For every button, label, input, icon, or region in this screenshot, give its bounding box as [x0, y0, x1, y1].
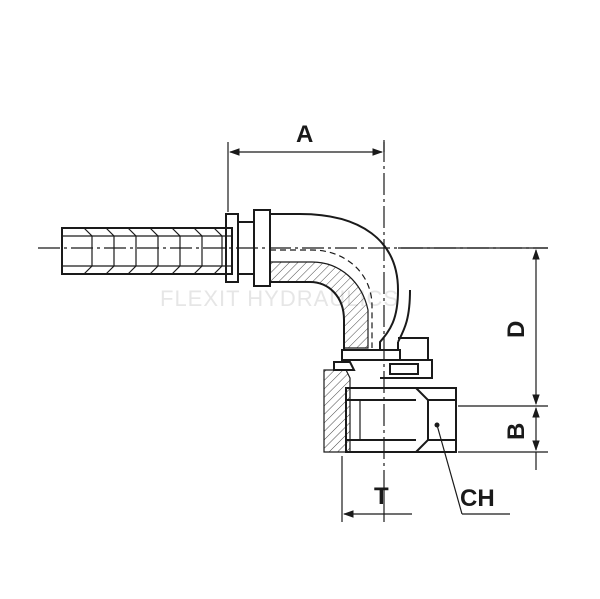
dimension-d	[398, 247, 548, 407]
dimension-label-t: T	[374, 483, 389, 510]
hex-nut	[345, 387, 457, 453]
dimension-t	[341, 456, 412, 522]
elbow-body	[269, 213, 411, 350]
dimension-label-ch: CH	[460, 485, 495, 512]
hose-tail	[61, 209, 271, 287]
swivel-collar	[323, 337, 433, 453]
dimension-ch	[436, 424, 510, 515]
dimension-label-b: B	[503, 423, 530, 440]
dimension-a	[227, 142, 385, 212]
dimension-label-a: A	[296, 121, 313, 148]
dimension-b	[458, 406, 548, 470]
dimension-label-d: D	[503, 321, 530, 338]
